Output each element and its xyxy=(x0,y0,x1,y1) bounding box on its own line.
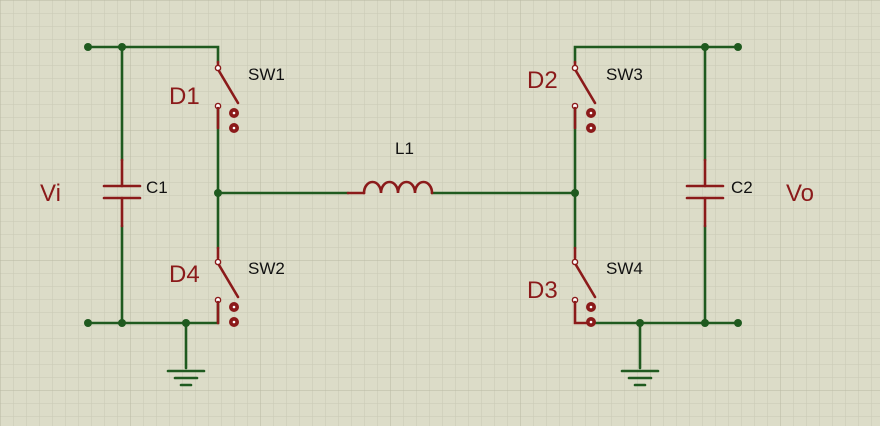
l1-label: L1 xyxy=(395,139,414,158)
switch-sw3[interactable] xyxy=(571,60,597,133)
capacitor-c1[interactable] xyxy=(102,158,142,228)
c1-label: C1 xyxy=(146,178,168,197)
switch-sw4[interactable] xyxy=(571,246,597,327)
vi-label: Vi xyxy=(40,180,61,207)
junction-dots xyxy=(84,43,742,327)
sw4-label: SW4 xyxy=(606,259,643,278)
ground-left-icon xyxy=(166,369,206,387)
capacitor-c2[interactable] xyxy=(685,158,725,228)
switch-sw2[interactable] xyxy=(214,246,240,327)
sw1-label: SW1 xyxy=(248,65,285,84)
d1-label: D1 xyxy=(169,83,200,110)
vo-label: Vo xyxy=(786,180,814,207)
switch-sw1[interactable] xyxy=(214,60,240,133)
ground-right-icon xyxy=(620,369,660,387)
sw3-label: SW3 xyxy=(606,65,643,84)
d2-label: D2 xyxy=(527,67,558,94)
d4-label: D4 xyxy=(169,261,200,288)
c2-label: C2 xyxy=(731,178,753,197)
d3-label: D3 xyxy=(527,277,558,304)
inductor-l1[interactable] xyxy=(346,180,434,195)
right-wires xyxy=(430,45,740,370)
sw2-label: SW2 xyxy=(248,259,285,278)
